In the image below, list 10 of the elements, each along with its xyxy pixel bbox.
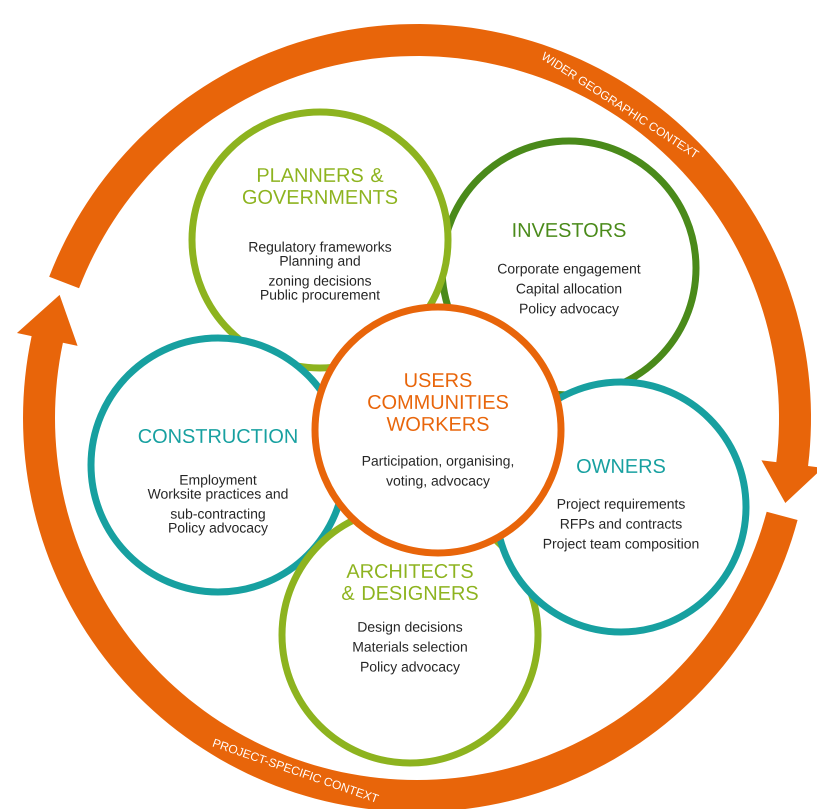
- circle-heading: INVESTORS: [513, 222, 626, 238]
- circle-heading: CONSTRUCTION: [138, 428, 297, 444]
- circle-heading: ARCHITECTS & DESIGNERS: [342, 564, 478, 600]
- circle-description: Employment Worksite practices and sub-contracting Policy advocacy: [148, 474, 288, 536]
- circle-description: Corporate engagement Capital allocation Policy advocacy: [498, 264, 641, 316]
- circle-heading: USERS COMMUNITIES WORKERS: [368, 373, 508, 431]
- circle-description: Regulatory frameworks Planning and zoning decisions Public procurement: [249, 242, 392, 302]
- circle-description: Design decisions Materials selection Policy advocacy: [353, 622, 467, 674]
- circle-heading: PLANNERS & GOVERNMENTS: [242, 168, 398, 204]
- circle-description: Participation, organising, voting, advocacy: [362, 456, 514, 488]
